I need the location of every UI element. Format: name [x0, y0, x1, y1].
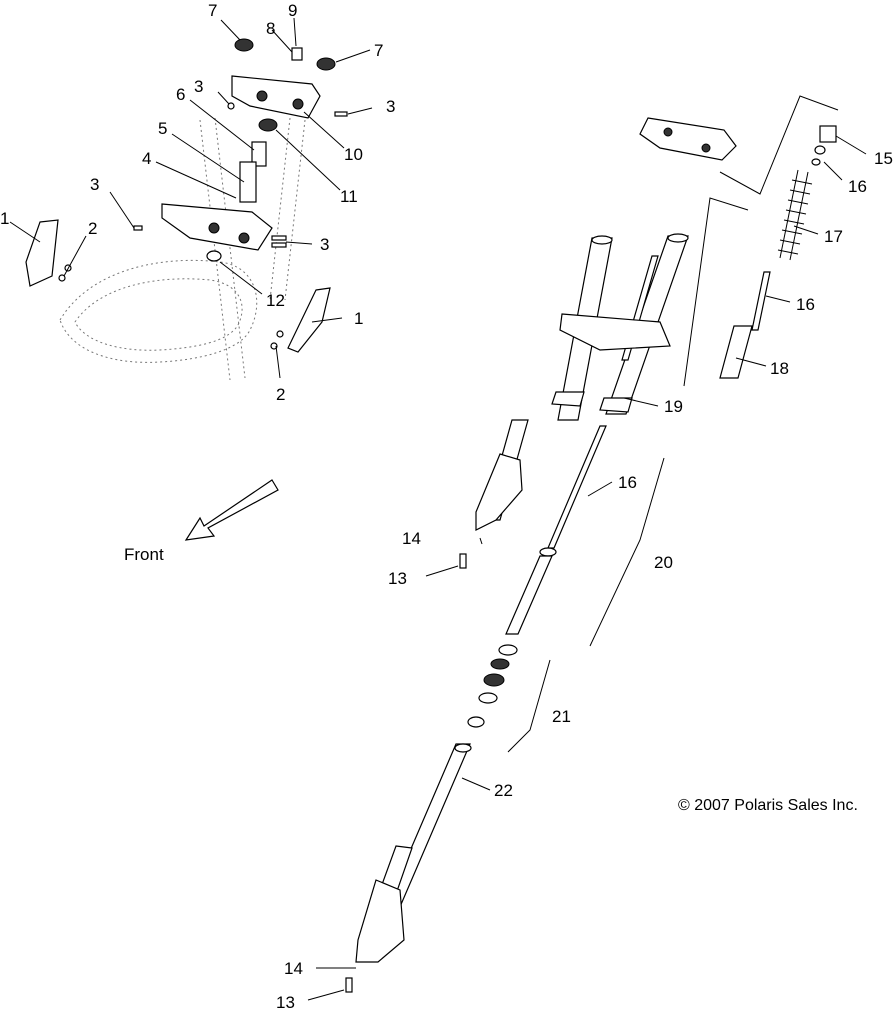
- callout-12: 12: [266, 291, 285, 310]
- fork-cap-right: [316, 57, 336, 71]
- callout-7: 7: [208, 1, 217, 20]
- callout-17: 17: [824, 227, 843, 246]
- fork-guard-left: [25, 219, 72, 287]
- callout-1: 1: [354, 309, 363, 328]
- bolt: [271, 235, 287, 241]
- fork-tube-20: [505, 555, 553, 635]
- callout-1: 1: [0, 209, 9, 228]
- bolt: [133, 225, 143, 231]
- bracket-16-17-18: [683, 197, 749, 387]
- callout-6: 6: [176, 85, 185, 104]
- cap-15: [819, 125, 837, 143]
- callout-8: 8: [266, 19, 275, 38]
- callout-3: 3: [386, 97, 395, 116]
- callout-21: 21: [552, 707, 571, 726]
- leader-lines: [9, 17, 867, 1001]
- oring-16: [811, 145, 826, 166]
- lower-triple-clamp: [161, 203, 273, 251]
- callout-16: 16: [796, 295, 815, 314]
- callout-10: 10: [344, 145, 363, 164]
- callout-14: 14: [284, 959, 303, 978]
- lower-slider-22: [355, 743, 472, 963]
- bracket-21: [507, 659, 551, 753]
- callout-3: 3: [320, 235, 329, 254]
- callout-4: 4: [142, 149, 151, 168]
- callout-16: 16: [618, 473, 637, 492]
- callout-3: 3: [194, 77, 203, 96]
- callout-3: 3: [90, 175, 99, 194]
- callout-11: 11: [340, 187, 358, 206]
- callout-18: 18: [770, 359, 789, 378]
- callout-20: 20: [654, 553, 673, 572]
- callout-9: 9: [288, 1, 297, 20]
- bearing-lower: [206, 250, 222, 262]
- callout-19: 19: [664, 397, 683, 416]
- bolt: [271, 242, 287, 248]
- front-label: Front: [124, 545, 164, 564]
- bolt: [334, 111, 348, 117]
- callout-13: 13: [276, 993, 295, 1011]
- bracket-15: [719, 95, 839, 195]
- upper-triple-clamp: [231, 75, 321, 119]
- spacer-18: [719, 325, 753, 379]
- callout-7: 7: [374, 41, 383, 60]
- front-arrow: [184, 479, 279, 541]
- callout-5: 5: [158, 119, 167, 138]
- stem-nut: [291, 47, 303, 61]
- seal-kit-21: [467, 644, 518, 728]
- ghost-fender: [59, 117, 306, 381]
- bolt-13-upper: [459, 553, 467, 569]
- bolt-13-lower: [345, 977, 353, 993]
- fork-cap-left: [234, 38, 254, 52]
- copyright-notice: © 2007 Polaris Sales Inc.: [678, 797, 858, 814]
- callout-14: 14: [402, 529, 421, 548]
- callout-15: 15: [874, 149, 893, 168]
- fork-guard-right: [270, 287, 331, 353]
- bolt: [227, 102, 235, 110]
- bracket-20: [589, 457, 665, 647]
- fork-assembly: [475, 233, 689, 531]
- upper-clamp-exploded: [639, 117, 737, 161]
- steering-stem: [239, 141, 267, 203]
- callout-2: 2: [88, 219, 97, 238]
- callout-22: 22: [494, 781, 513, 800]
- spring-17: [777, 169, 813, 261]
- bearing-upper: [258, 118, 278, 132]
- callout-13: 13: [388, 569, 407, 588]
- callout-16: 16: [848, 177, 867, 196]
- damper-rod-16: [751, 271, 771, 331]
- callout-2: 2: [276, 385, 285, 404]
